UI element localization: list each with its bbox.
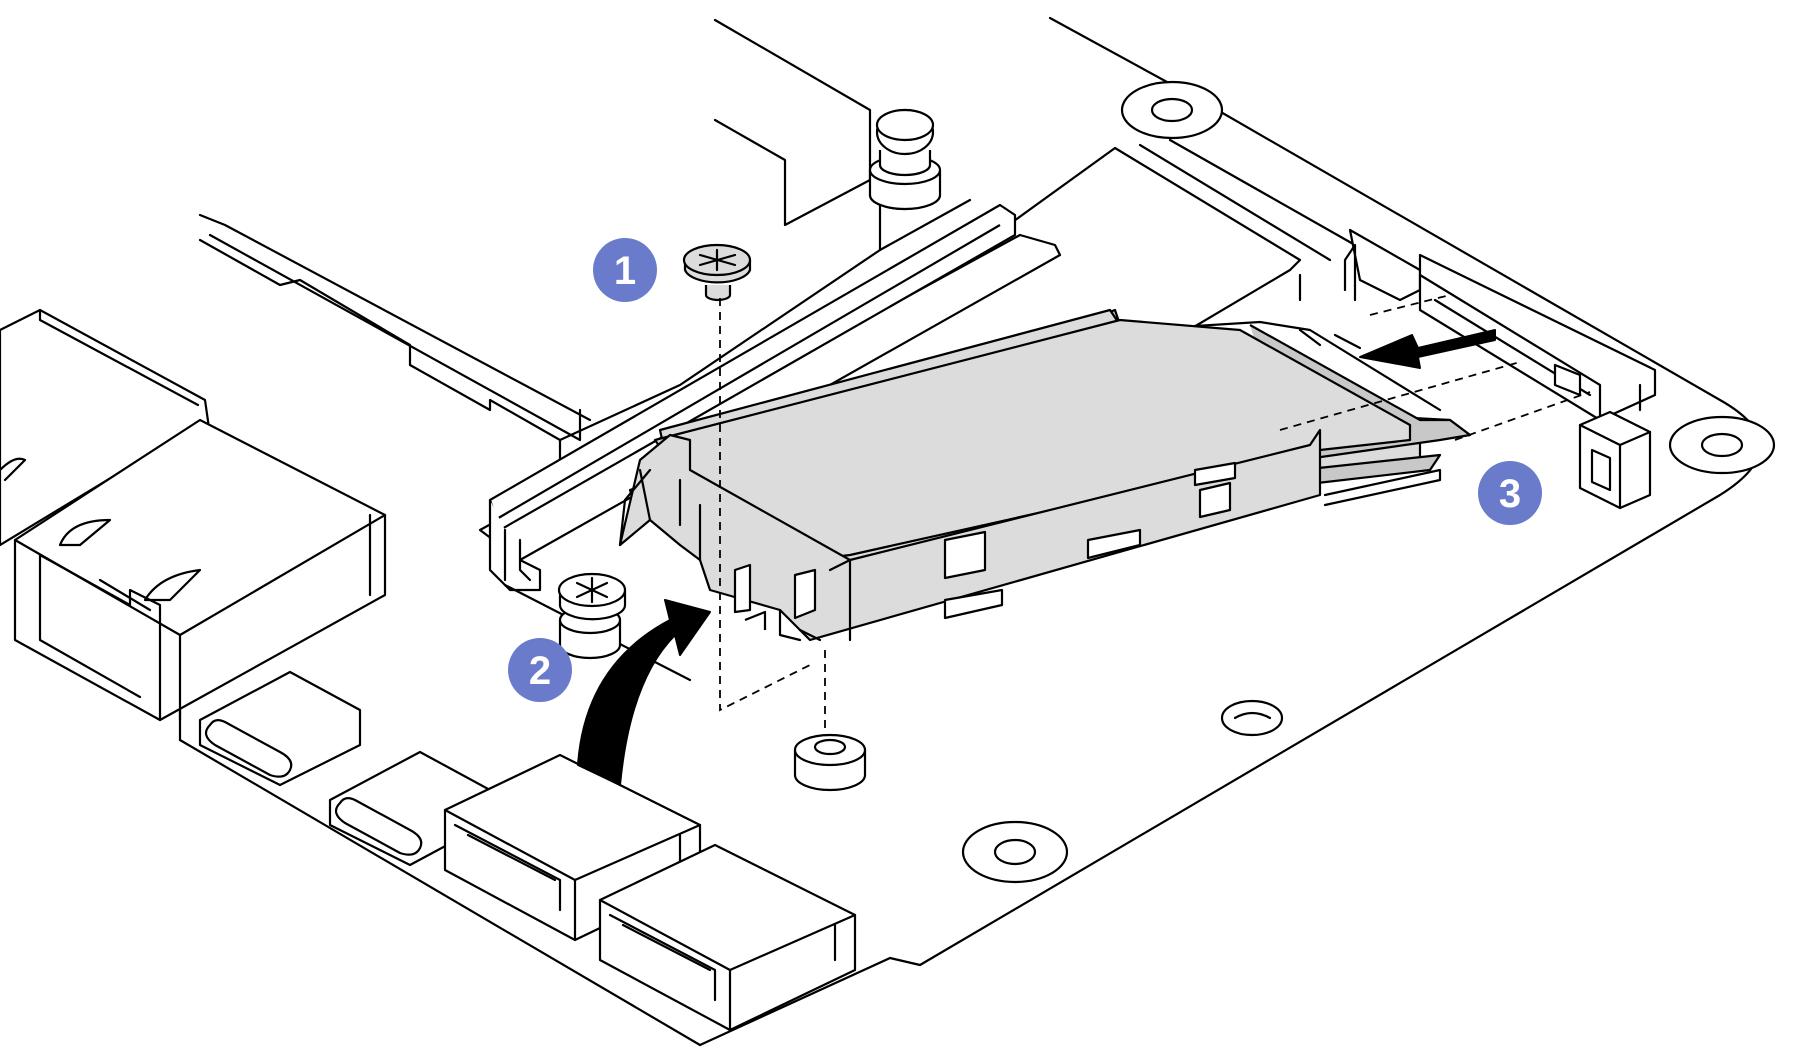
callout-2-label: 2 [529, 649, 551, 693]
rj45-port [0, 418, 387, 722]
small-connector [1578, 410, 1652, 510]
mounting-hole-bottom [961, 820, 1069, 884]
callout-3: 3 [1478, 461, 1542, 525]
slide-arrow [1359, 329, 1496, 369]
mounting-hole-middle [1220, 699, 1284, 737]
guide-lines [719, 294, 1591, 730]
callout-3-label: 3 [1499, 472, 1521, 516]
usb-c-port-1 [198, 670, 362, 787]
mounting-hole-right [1668, 415, 1776, 475]
callout-1-badge [593, 238, 657, 302]
callout-1-label: 1 [614, 249, 636, 293]
installed-m2-drive [959, 138, 1422, 351]
upper-housing [198, 18, 972, 462]
standoff-post [868, 108, 942, 211]
lift-arrow [577, 599, 711, 786]
callout-3-badge [1478, 461, 1542, 525]
drive-tray [478, 203, 1062, 682]
sfp-port-2 [598, 843, 857, 1032]
mounting-hole-top [1120, 80, 1224, 140]
m2-slot-connector [1418, 253, 1657, 422]
board-standoff [793, 733, 867, 792]
callout-1: 1 [593, 238, 657, 302]
m2-drive-carrier [618, 308, 1472, 642]
thumbscrew [557, 572, 627, 660]
callout-2: 2 [508, 638, 572, 702]
callout-2-badge [508, 638, 572, 702]
screw-removed [682, 243, 752, 302]
